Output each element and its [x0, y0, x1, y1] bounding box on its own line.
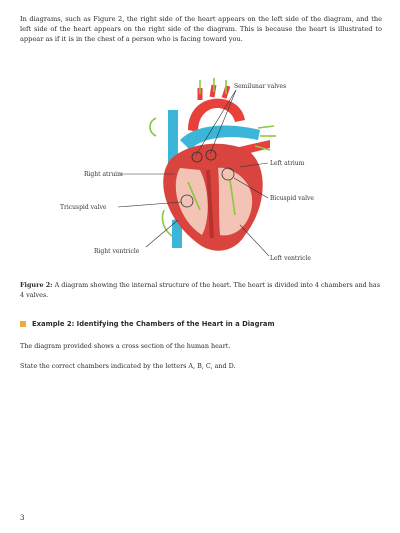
intro-paragraph: In diagrams, such as Figure 2, the right…: [20, 15, 382, 44]
pulmonary-artery: [180, 125, 260, 150]
figure-caption: Figure 2: A diagram showing the internal…: [20, 280, 382, 300]
example-marker-icon: [20, 321, 26, 327]
example-heading: Example 2: Identifying the Chambers of t…: [20, 320, 382, 328]
label-left-ventricle: Left ventricle: [270, 255, 311, 262]
label-tricuspid-valve: Tricuspid valve: [60, 204, 107, 211]
leader-lines: [117, 89, 270, 257]
aorta: [188, 98, 245, 132]
heart-diagram: Semilunar valves Left atrium Right atrui…: [60, 70, 360, 270]
label-right-atrium: Right atruim: [84, 171, 123, 178]
body-paragraph-1: The diagram provided shows a cross secti…: [20, 342, 231, 350]
valve-markers: [180, 149, 235, 208]
inferior-vena-cava: [172, 218, 182, 248]
heart-inner-right: [175, 168, 208, 235]
blood-flow-arrows: [149, 78, 276, 237]
label-bicuspid-valve: Bicuspid valve: [270, 195, 314, 202]
example-title: Example 2: Identifying the Chambers of t…: [32, 320, 275, 328]
caption-text: A diagram showing the internal structure…: [20, 281, 381, 300]
septum: [206, 169, 214, 239]
heart-illustration: Semilunar valves Left atrium Right atrui…: [60, 78, 314, 262]
label-left-atrium: Left atrium: [270, 160, 305, 167]
label-right-ventricle: Right ventricle: [94, 248, 140, 255]
page-number: 3: [20, 514, 25, 522]
caption-label: Figure 2:: [20, 281, 53, 289]
body-paragraph-2: State the correct chambers indicated by …: [20, 362, 236, 370]
heart-inner-left: [218, 167, 253, 236]
label-semilunar-valves: Semilunar valves: [234, 83, 286, 90]
